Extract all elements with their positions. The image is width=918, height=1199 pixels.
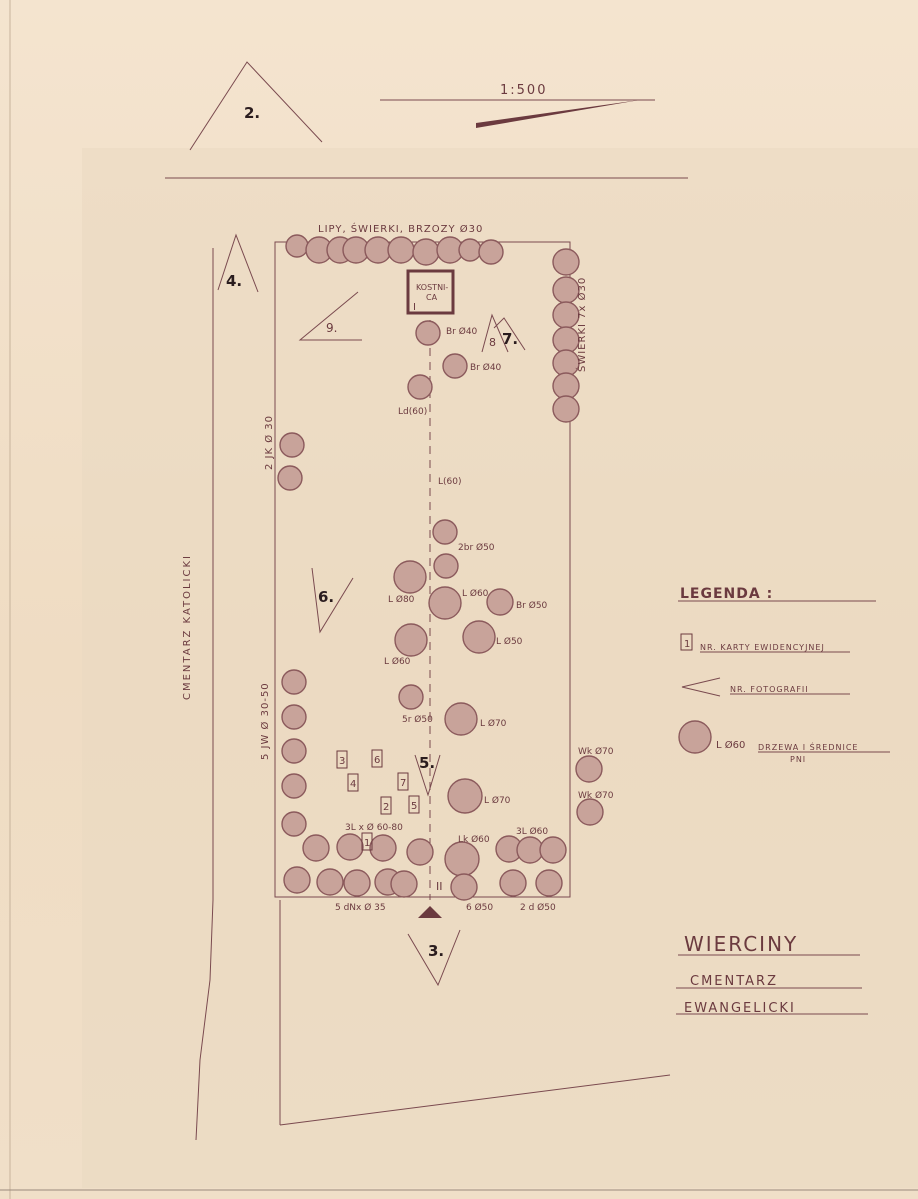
card-number-7: 7 [400,778,406,789]
card-number-1: 1 [364,838,370,849]
bottom-road-line [279,1074,671,1126]
card-number-3: 3 [339,756,345,767]
top-trees-label: LIPY, ŚWIERKI, BRZOZY Ø30 [318,222,483,235]
gate-card-number: II [436,880,443,893]
photo-marker-3: 3. [407,929,461,987]
legend-photo-text: NR. FOTOGRAFII [730,685,809,694]
scale-bar: 1:500 [380,83,655,128]
legend-tree-text-2: PNI [790,755,806,764]
tree-group-central [393,320,604,826]
photo-number-4: 4. [226,272,242,290]
left-road-curve [195,899,214,1141]
left-lower-trees-label: 5 JW Ø 30-50 [259,682,271,760]
photo-marker-7-8: 8 7. [481,313,526,353]
title-block: WIERCINY CMENTARZ EWANGELICKI [676,932,868,1016]
chapel-outline [406,269,455,315]
tree-group-bottom [283,833,567,901]
tree-label-16: 3L x Ø 60-80 [345,822,403,833]
tree-label-18: 3L Ø60 [516,826,548,837]
chapel-card: I [413,302,416,313]
photo-number-7: 7. [502,330,518,348]
tree-label-5: 2br Ø50 [458,542,495,553]
title-line-3: EWANGELICKI [684,1001,796,1016]
photo-number-9: 9. [326,321,337,335]
tree-label-1: Br Ø40 [446,326,478,337]
left-trees-label: 2 JK Ø 30 [263,415,275,470]
tree-label-11: 5r Ø50 [402,714,433,725]
tree-column-right [552,248,580,423]
tree-label-14: Wk Ø70 [578,746,614,757]
legend-title: LEGENDA : [680,586,773,602]
legend-tree-symbol-label: L Ø60 [716,739,745,751]
photo-marker-6: 6. [311,567,354,634]
tree-label-21: 2 d Ø50 [520,902,556,913]
tree-column-left-lower [281,669,307,837]
tree-label-4: L(60) [438,477,462,487]
tree-label-15: Wk Ø70 [578,790,614,801]
photo-marker-5: 3. 5. [414,754,441,797]
tree-label-20: 6 Ø50 [466,902,493,913]
chapel: KOSTNI- CA I [406,269,455,315]
photo-number-6: 6. [318,588,334,606]
card-markers: 3 6 4 7 2 5 1 [336,749,420,851]
legend-card-text: NR. KARTY EWIDENCYJNEJ [700,643,825,652]
tree-row-top [285,234,504,266]
tree-label-2: Br Ø40 [470,362,502,373]
tree-label-9: L Ø60 [384,656,411,667]
tree-label-6: L Ø80 [388,594,415,605]
legend-card-symbol [680,633,693,651]
title-place: WIERCINY [684,932,798,956]
tree-labels: Br Ø40 Br Ø40 Ld(60) L(60) 2br Ø50 L Ø80… [335,326,614,913]
card-number-4: 4 [350,779,356,790]
photo-number-2: 2. [244,104,260,122]
tree-label-13: L Ø70 [484,795,511,806]
tree-label-8: Br Ø50 [516,600,548,611]
tree-column-left [277,432,305,491]
photo-marker-2: 2. [189,61,323,151]
tree-label-17: Lk Ø60 [458,834,490,845]
chapel-label-1: KOSTNI- [416,283,448,292]
chapel-label-2: CA [426,293,438,302]
legend-photo-symbol [681,677,721,697]
right-trees-label: ŚWIERKI 7x Ø30 [575,277,588,372]
tree-label-3: Ld(60) [398,407,427,417]
scale-label: 1:500 [500,83,547,98]
legend-tree-symbol [678,720,712,754]
photo-marker-4: 4. [217,233,259,293]
card-number-6: 6 [374,755,380,766]
tree-label-7: L Ø60 [462,588,489,599]
card-number-2: 2 [383,802,389,813]
photo-number-5-text: 5. [419,754,435,772]
tree-label-10: L Ø50 [496,636,523,647]
catholic-cemetery-label: CMENTARZ KATOLICKI [182,554,193,700]
card-number-5: 5 [411,801,417,812]
photo-marker-9: 9. [298,291,362,341]
tree-label-19: 5 dNx Ø 35 [335,902,386,913]
legend-tree-text-1: DRZEWA I ŚREDNICE [758,741,858,752]
tree-label-12: L Ø70 [480,718,507,729]
photo-number-3: 3. [428,942,444,960]
title-line-2: CMENTARZ [690,974,778,989]
legend: LEGENDA : 1 NR. KARTY EWIDENCYJNEJ NR. F… [678,586,890,764]
gate-marker [418,906,442,918]
photo-number-8: 8 [489,336,496,349]
legend-card-symbol-number: 1 [684,639,690,650]
paper-tint [82,148,918,1188]
